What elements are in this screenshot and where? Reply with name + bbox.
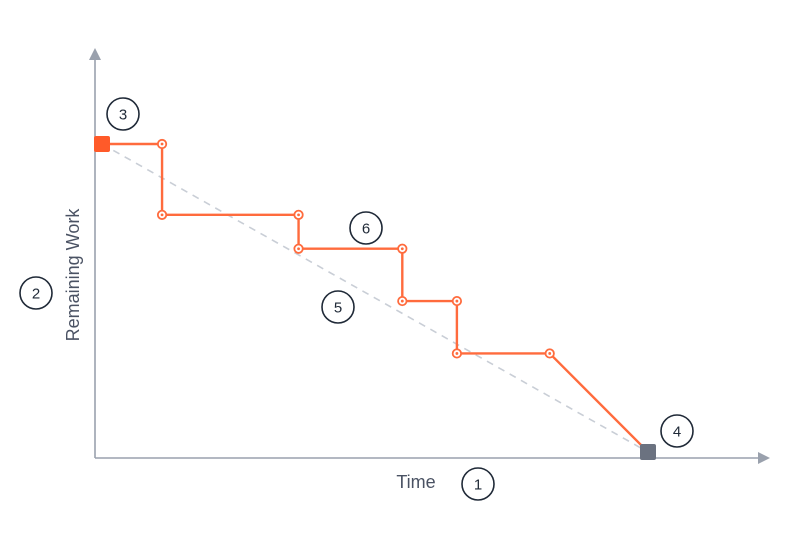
callout-marker: 1 [461,467,495,501]
callout-circle [660,414,694,448]
callout-marker: 6 [349,211,383,245]
callout-circle [349,211,383,245]
actual-point-dot [455,352,459,355]
callout-circle [19,276,53,310]
actual-point-dot [160,213,164,217]
actual-point-dot [455,299,459,303]
callout-marker: 4 [660,414,694,448]
callout-circle [106,97,140,131]
endpoints-group [94,136,656,460]
actual-point-dot [400,247,404,251]
callout-marker: 5 [321,290,355,324]
ideal-line [101,143,649,453]
callout-number: 5 [334,300,342,317]
end-point [640,444,656,460]
callout-circle [461,467,495,501]
actual-line-group [102,138,649,453]
start-point [94,136,110,152]
y-axis-arrow [89,48,101,60]
actual-point-dot [400,299,404,303]
x-axis-title: Time [396,472,435,492]
callout-number: 4 [673,424,681,441]
ideal-line-group [101,143,649,453]
actual-point-dot [548,352,552,355]
callout-number: 2 [32,286,40,303]
callout-marker: 3 [106,97,140,131]
x-axis-arrow [758,452,770,464]
callout-number: 3 [119,107,127,124]
callout-number: 6 [362,221,370,238]
actual-point-dot [297,213,300,217]
annotation-group: 1 2 3 4 5 6 [19,97,694,501]
callout-circle [321,290,355,324]
callout-marker: 2 [19,276,53,310]
callout-number: 1 [474,477,482,494]
y-axis-title: Remaining Work [63,208,83,342]
actual-point-dot [297,247,300,251]
actual-point-dot [160,142,164,146]
